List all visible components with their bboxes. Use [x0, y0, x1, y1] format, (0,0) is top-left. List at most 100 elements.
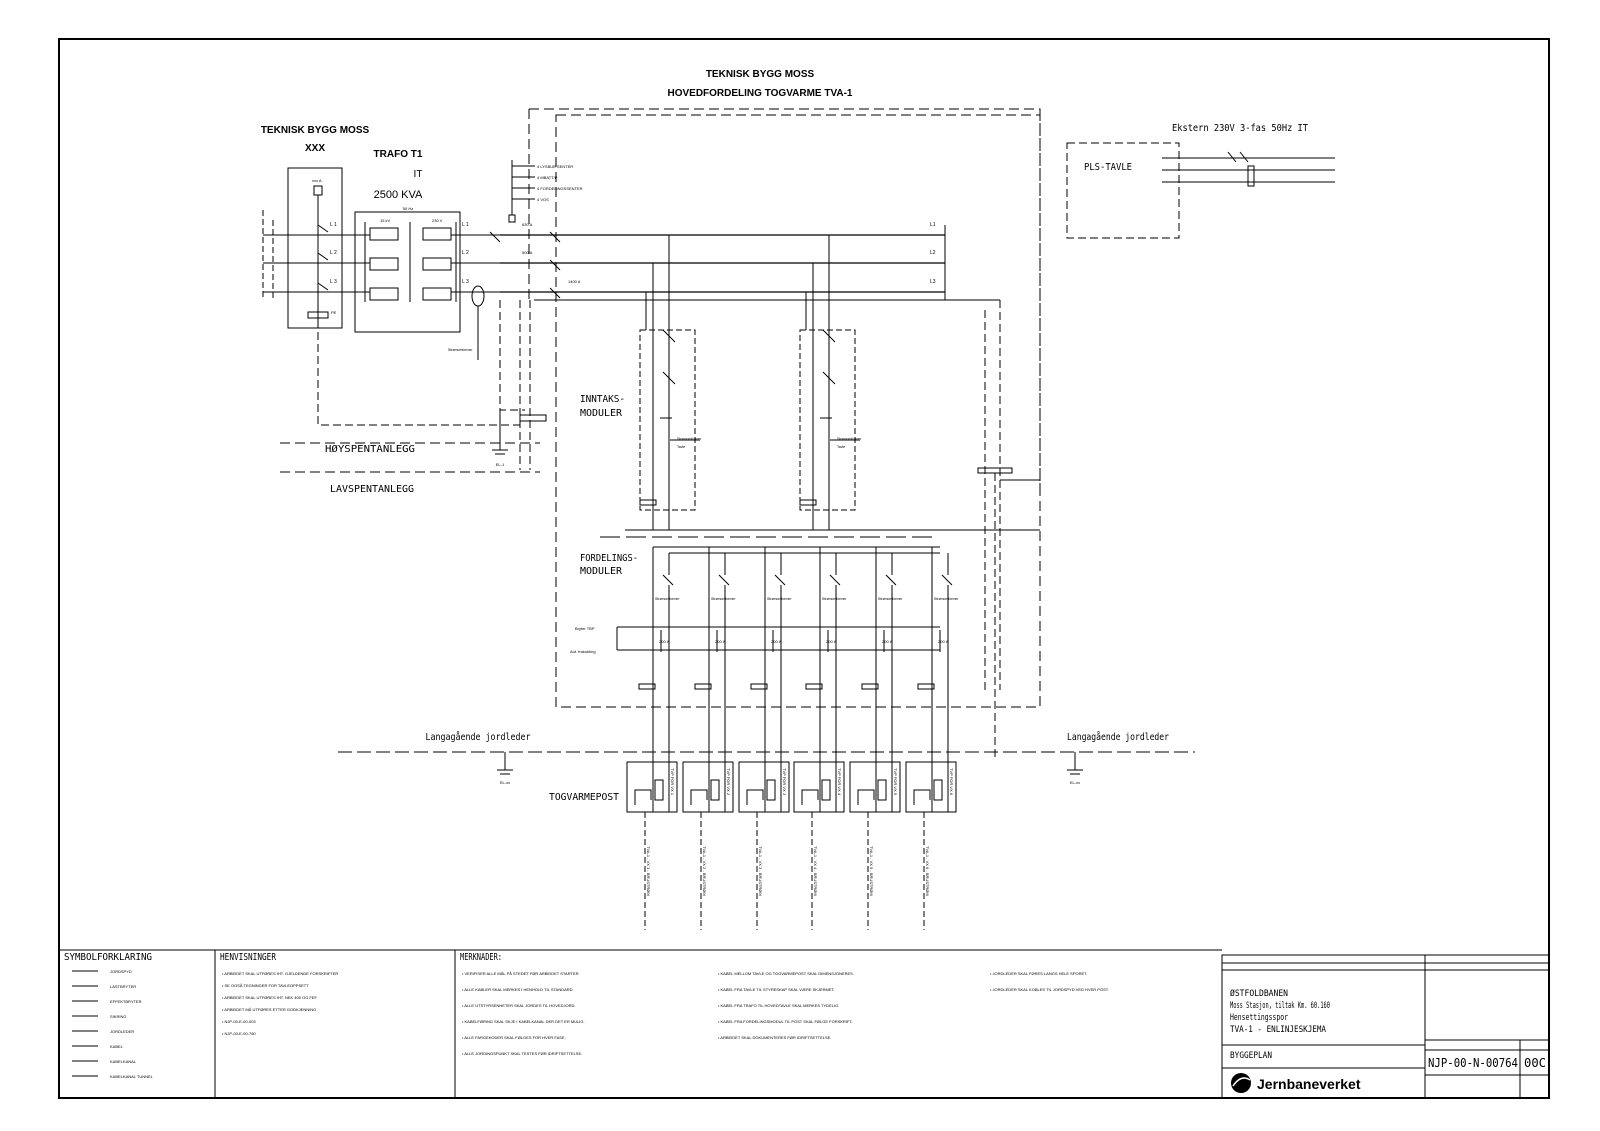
legend-item-2: LASTBRYTER [72, 984, 136, 989]
notes-title: MERKNADER: [460, 952, 502, 963]
diagram-title-line1: TEKNISK BYGG MOSS [706, 69, 815, 80]
legend-item-3: EFFEKTBRYTER [72, 999, 142, 1004]
feeder-terminal [694, 683, 712, 690]
company-logo-icon [1231, 1073, 1251, 1093]
references-list: • ARBEIDET SKAL UTFØRES IHT. GJELDENDE F… [222, 971, 338, 1036]
heater-element-icon [690, 789, 708, 805]
current-sensor-label: Strømomformer [448, 348, 473, 352]
heater-element-icon [746, 789, 764, 805]
legend-item-label: JORDSPYD [110, 969, 132, 974]
intake-sensor-1: Strømomformer [677, 437, 702, 441]
reference-item-5: • NJP-00-E-00-003 [222, 1019, 256, 1024]
feeder-rating: 200 A [882, 639, 893, 644]
heater-contactor-icon [766, 779, 776, 801]
feeder-sensor-label: Strømomformer [822, 597, 847, 601]
feeder-sensor-label: Strømomformer [934, 597, 959, 601]
revision: 00C [1524, 1056, 1546, 1070]
notes-column-3: • JORDLEDER SKAL FØRES LANGS HELE SPORET… [990, 971, 1109, 992]
togvarmepost-box [849, 761, 901, 813]
trafo-rating: 2500 KVA [374, 189, 423, 201]
switchboard [489, 108, 1041, 760]
togvarmepost-box [793, 761, 845, 813]
feeder-switch-icon [829, 574, 841, 586]
feeder-group: Strømomformer 200 A TVP FOR VX 1 TVA-1 - VX… [626, 547, 959, 930]
bus-phase-1: L1 [930, 222, 936, 228]
reference-item-2: • SE OGSÅ TEGNINGER FOR TAVLEOPPSETT [222, 983, 309, 988]
feeder-rating: 200 A [771, 639, 782, 644]
note-item: • KABEL MELLOM TAVLE OG TOGVARMEPOST SKA… [718, 971, 854, 976]
note-item: • JORDLEDER SKAL FØRES LANGS HELE SPORET… [990, 971, 1087, 976]
intake-sensor-1-sub: Tavle [677, 445, 685, 449]
note-item: • ALLE JORDINGSPUNKT SKAL TESTES FØR IDR… [462, 1051, 582, 1056]
legend-item-label: KABELKANAL TUNNEL [110, 1074, 154, 1079]
legend-list: JORDSPYDLASTBRYTEREFFEKTBRYTERSIKRINGJOR… [72, 969, 154, 1079]
note-item: • KABEL FRA TRAFO TIL HOVEDTAVLE SKAL ME… [718, 1003, 839, 1008]
notes-column-1: • VERIFISER ALLE MÅL PÅ STEDET FØR ARBEI… [462, 971, 585, 1056]
lv-phase-3: L 3 [462, 279, 469, 285]
heater-element-icon [634, 789, 652, 805]
note-item: • KABELFØRING SKAL SKJE I KABELKANAL DER… [462, 1019, 585, 1024]
heater-contactor-icon [654, 779, 664, 801]
hv-building-label: TEKNISK BYGG MOSS [261, 125, 370, 136]
feeder-sensor-label: Strømomformer [767, 597, 792, 601]
main-breaker-3: 1400 A [568, 279, 581, 284]
feeder-cable-label: TVA-1 - VX 3 - BRUSTRØM [758, 846, 763, 896]
external-supply-label: Ekstern 230V 3-fas 50Hz IT [1172, 123, 1308, 134]
hv-building-code: XXX [305, 143, 325, 154]
legend-item-label: EFFEKTBRYTER [110, 999, 142, 1004]
lv-phase-2: L 2 [462, 250, 469, 256]
intake-sensor-2: Strømomformer [837, 437, 862, 441]
secondary-voltage: 230 V [432, 218, 443, 223]
feeder-switch-icon [885, 574, 897, 586]
sheet-border [58, 38, 1550, 1099]
togvarmepost-name: TVP FOR VX 1 [670, 768, 675, 796]
togvarmepost-label: TOGVARMEPOST [549, 792, 619, 803]
hv-section-label: HØYSPENTANLEGG [325, 443, 415, 455]
feeder-terminal [861, 683, 879, 690]
signal-3: 4 FORDELINGSSENTER [537, 186, 583, 191]
legend-title: SYMBOLFORKLARING [64, 952, 152, 963]
feeder-rating: 200 A [659, 639, 670, 644]
feeder-cable-label: TVA-1 - VX 5 - BRUSTRØM [869, 846, 874, 896]
feeder-terminal [917, 683, 935, 690]
company-name: Jernbaneverket [1257, 1076, 1361, 1092]
feeder-switch-icon [941, 574, 953, 586]
references-title: HENVISNINGER [220, 952, 277, 963]
hv-phase-2: L 2 [330, 250, 337, 256]
note-item: • ALLE UTSTYRSENHETER SKAL JORDES TIL HO… [462, 1003, 576, 1008]
lv-phase-1: L 1 [462, 222, 469, 228]
lv-section-label: LAVSPENTANLEGG [330, 484, 414, 495]
project-line-4: TVA-1 - ENLINJESKJEMA [1230, 1025, 1326, 1035]
note-item: • KABEL FRA TAVLE TIL STYRESKAP SKAL VÆR… [718, 987, 835, 992]
togvarmepost-name: TVP FOR VX 2 [726, 768, 731, 796]
togvarmepost-box [738, 761, 790, 813]
feeder-cable-label: TVA-1 - VX 4 - BRUSTRØM [813, 846, 818, 896]
feeder-rating: 200 A [715, 639, 726, 644]
signal-1: 4 LYSBUE SENTER [537, 164, 573, 169]
feeder-cable-label: TVA-1 - VX 6 - BRUSTRØM [925, 846, 930, 896]
note-item: • ARBEIDET SKAL DOKUMENTERES FØR IDRIFTS… [718, 1035, 831, 1040]
heater-contactor-icon [877, 779, 887, 801]
pls-tavle-box [1066, 142, 1180, 239]
heater-contactor-icon [821, 779, 831, 801]
legend-item-label: LASTBRYTER [110, 984, 136, 989]
note-item: • ALLE FARGEKODER SKAL FØLGES FOR HVER F… [462, 1035, 566, 1040]
ground-conductor-right-label: Langagående jordleder [1067, 730, 1169, 743]
togvarmepost-name: TVP FOR VX 5 [893, 768, 898, 796]
legend-item-8: KABELKANAL TUNNEL [72, 1074, 154, 1079]
bus-phase-2: L2 [930, 250, 936, 256]
togvarmepost-name: TVP FOR VX 4 [837, 768, 842, 796]
legend-item-label: JORDLEDER [110, 1029, 134, 1034]
project-line-1: ØSTFOLDBANEN [1230, 988, 1288, 999]
ground-marker-el1: EL-1 [496, 462, 505, 467]
togvarmepost-box [682, 761, 734, 813]
main-breaker-2: 500 A [522, 250, 533, 255]
heater-element-icon [857, 789, 875, 805]
primary-voltage: 15 kV [380, 218, 391, 223]
ground-marker-right: EL-xx [1070, 780, 1080, 785]
